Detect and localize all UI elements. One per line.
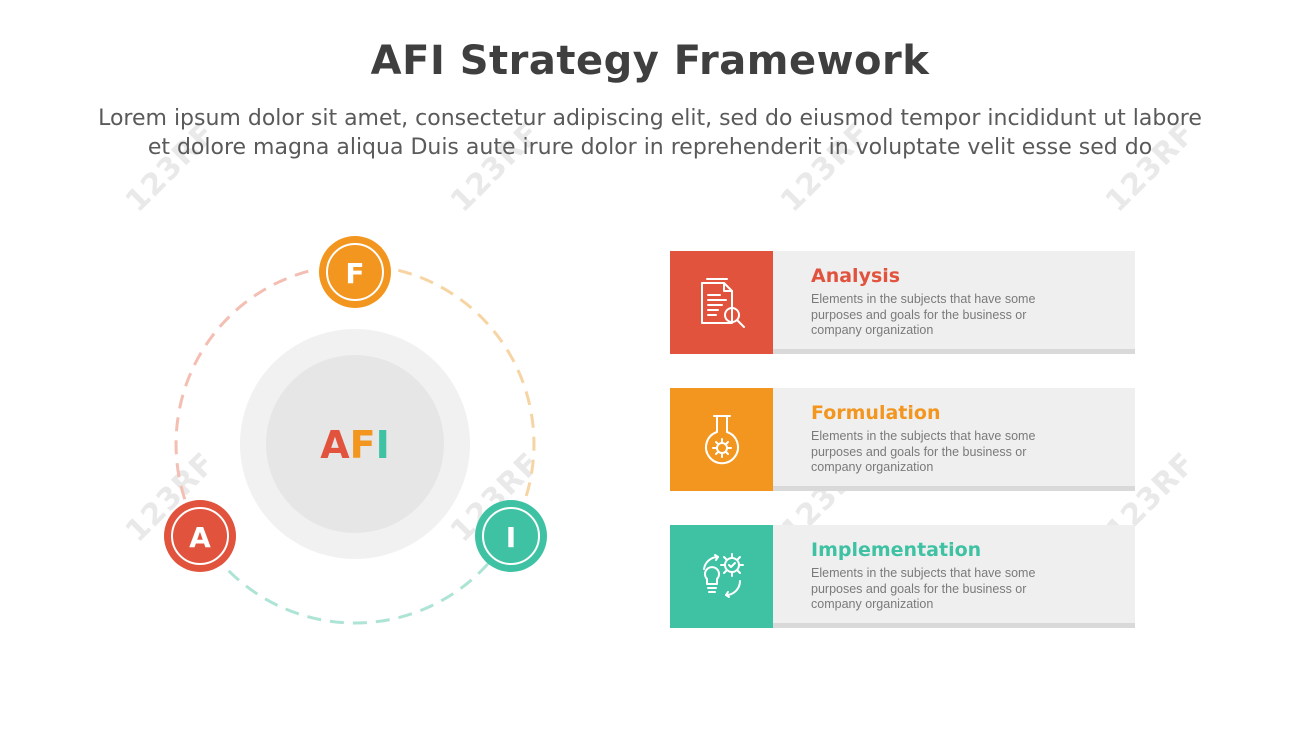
- node-a: A: [164, 500, 236, 572]
- card-title: Analysis: [811, 265, 901, 287]
- subtitle-line: et dolore magna aliqua Duis aute irure d…: [147, 135, 1153, 160]
- page-title: AFI Strategy Framework: [370, 38, 930, 84]
- card-title: Implementation: [811, 539, 982, 561]
- arc-a-to-f: [174, 268, 313, 500]
- node-i: I: [475, 500, 547, 572]
- card-icon-box: [670, 251, 773, 354]
- card-shadow: [670, 349, 1135, 354]
- center-letter: F: [350, 423, 376, 467]
- card-icon-box: [670, 525, 773, 628]
- center-letter: I: [376, 423, 390, 467]
- card-title: Formulation: [811, 402, 941, 424]
- card-implementation: Implementation Elements in the subjects …: [670, 525, 1135, 628]
- card-formulation: Formulation Elements in the subjects tha…: [670, 388, 1135, 491]
- arc-f-to-i: [397, 268, 536, 500]
- page-subtitle: Lorem ipsum dolor sit amet, consectetur …: [50, 104, 1250, 162]
- arc-i-to-a: [220, 562, 490, 625]
- card-analysis: Analysis Elements in the subjects that h…: [670, 251, 1135, 354]
- card-description: Elements in the subjects that have some …: [811, 429, 1036, 474]
- card-shadow: [670, 623, 1135, 628]
- node-letter: F: [345, 257, 364, 290]
- center-inner-circle: [266, 355, 444, 533]
- card-description: Elements in the subjects that have some …: [811, 292, 1036, 337]
- node-letter: A: [189, 521, 211, 554]
- card-shadow: [670, 486, 1135, 491]
- node-f: F: [319, 236, 391, 308]
- center-letter: A: [320, 423, 350, 467]
- flask-gear-icon: [704, 414, 739, 464]
- gear-lightbulb-cycle-icon: [702, 552, 744, 598]
- subtitle-line: Lorem ipsum dolor sit amet, consectetur …: [98, 106, 1202, 131]
- card-icon-box: [670, 388, 773, 491]
- center-label: AFI: [320, 423, 390, 467]
- document-search-icon: [700, 277, 745, 328]
- card-description: Elements in the subjects that have some …: [811, 566, 1036, 611]
- node-letter: I: [506, 521, 516, 554]
